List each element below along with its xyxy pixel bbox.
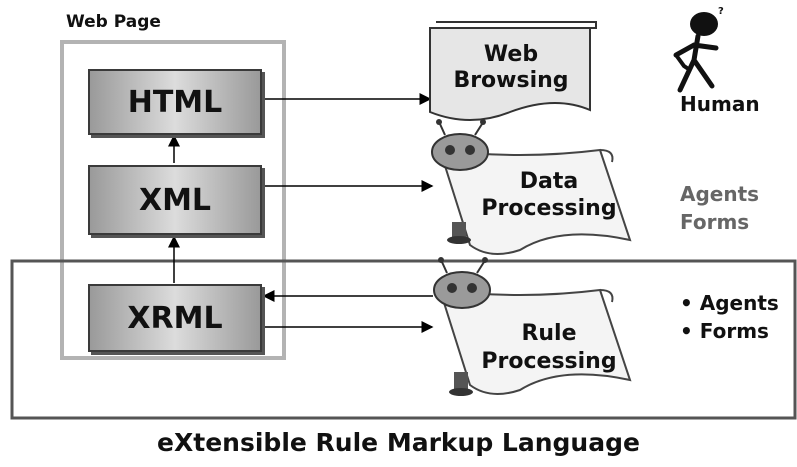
- web-browsing-line1: Web: [483, 42, 539, 67]
- agents-label: Agents: [680, 182, 760, 206]
- human-label: Human: [680, 92, 760, 116]
- web-browsing-label: Web Browsing: [436, 42, 586, 94]
- rule-processing-line2: Processing: [481, 349, 617, 374]
- human-icon: ?: [673, 6, 724, 93]
- svg-text:?: ?: [718, 6, 724, 17]
- web-browsing-line2: Browsing: [453, 68, 569, 93]
- rule-processing-line1: Rule: [521, 321, 577, 346]
- data-processing-scroll: [438, 148, 632, 255]
- rule-processing-scroll: [438, 288, 632, 395]
- bullet-agents: • Agents: [680, 291, 779, 315]
- footer-title: eXtensible Rule Markup Language: [157, 428, 640, 457]
- data-processing-label: Data Processing: [474, 168, 624, 222]
- xrml-frame: [10, 259, 797, 420]
- xml-box: XML: [88, 165, 262, 235]
- bullet-list: • Agents • Forms: [680, 289, 779, 345]
- data-robot-icon: [431, 119, 489, 244]
- web-page-label: Web Page: [66, 12, 161, 32]
- web-page-frame: [60, 40, 286, 360]
- data-processing-line2: Processing: [481, 196, 617, 221]
- xrml-box: XRML: [88, 284, 262, 352]
- web-browsing-document: [429, 21, 597, 121]
- html-box: HTML: [88, 69, 262, 135]
- agents-forms-label: Agents Forms: [680, 180, 759, 236]
- rule-robot-icon: [433, 257, 491, 396]
- rule-processing-label: Rule Processing: [474, 320, 624, 376]
- forms-label: Forms: [680, 210, 750, 234]
- data-processing-line1: Data: [519, 169, 579, 194]
- bullet-forms: • Forms: [680, 319, 769, 343]
